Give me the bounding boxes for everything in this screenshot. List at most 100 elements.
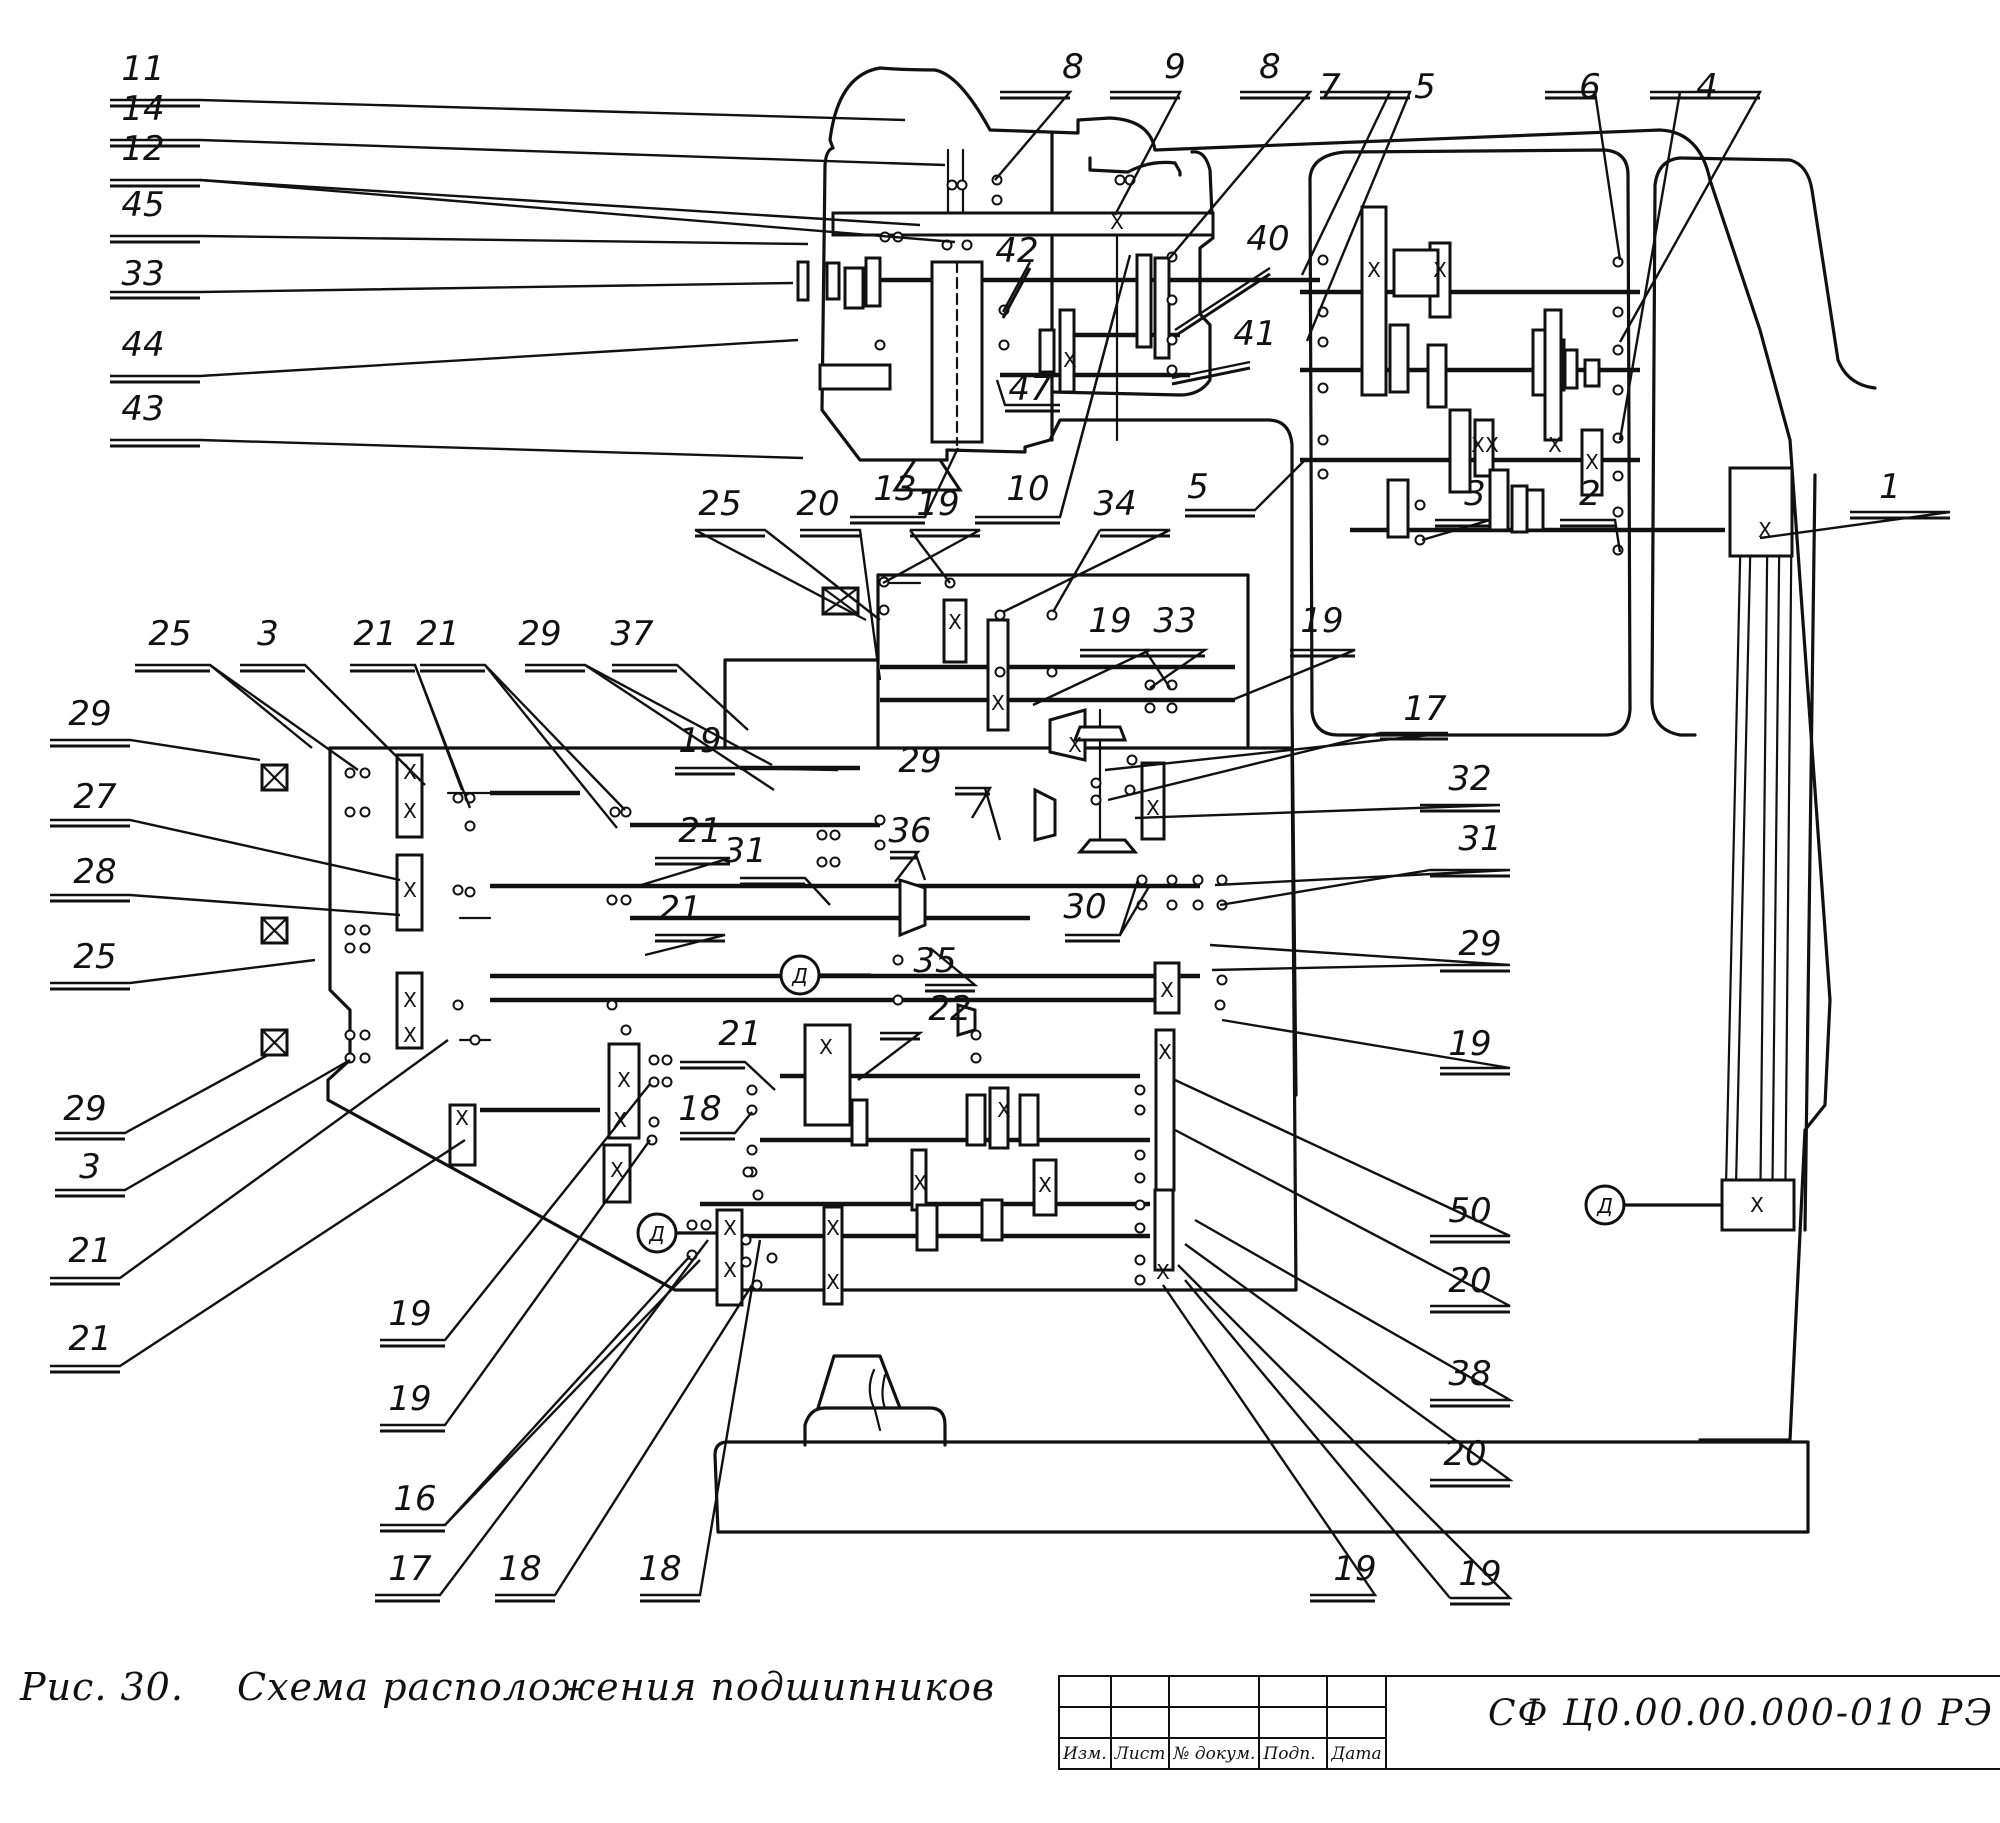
bearing-icon [1166, 874, 1178, 886]
callout-label: 19 [678, 721, 721, 761]
leader-line [637, 856, 731, 888]
callout-8: 8 [1167, 47, 1313, 261]
callout-label: 22 [928, 989, 971, 1029]
callout-1: 1 [1759, 467, 1951, 540]
callout-44: 44 [110, 325, 799, 384]
callout-11: 11 [110, 49, 906, 122]
callout-label: 18 [678, 1089, 721, 1129]
callout-label: 50 [1448, 1191, 1491, 1231]
leader-line [1184, 1279, 1451, 1599]
leader-line [1134, 803, 1501, 820]
bearing-icon [359, 942, 371, 954]
callout-label: 25 [148, 614, 191, 654]
bearing-icon [829, 856, 841, 868]
callout-17: 17 [375, 1239, 709, 1603]
leader-line [913, 851, 927, 881]
head-rail [1088, 156, 1182, 177]
callout-50: 50 [1174, 1078, 1511, 1244]
callout-19: 19 [380, 1139, 651, 1433]
callout-label: 3 [79, 1147, 101, 1187]
leader-line [882, 528, 981, 585]
leader-line [1211, 963, 1441, 972]
bearing-icon [359, 767, 371, 779]
bearing-icon [344, 767, 356, 779]
callout-29: 29 [898, 741, 1002, 841]
callout-label: 3 [1464, 474, 1486, 514]
bearing-icon [648, 1076, 660, 1088]
bearing-icon [1136, 874, 1148, 886]
bearing-icon [1134, 1084, 1146, 1096]
feed-box-housing [326, 746, 1298, 1292]
callout-29: 29 [1209, 924, 1511, 973]
leader-line [1110, 90, 1182, 216]
callout-label: 45 [121, 185, 164, 225]
callout-label: 25 [698, 484, 741, 524]
leader-line [484, 664, 618, 829]
leader-line [1560, 518, 1622, 553]
callout-3: 3 [1421, 474, 1491, 542]
leader-line [199, 178, 921, 227]
callout-31: 31 [1214, 819, 1511, 907]
gears [395, 205, 1604, 1307]
motor-label: Д [791, 964, 808, 988]
callout-19: 19 [882, 484, 981, 585]
bearing-icon [344, 942, 356, 954]
leader-line [525, 663, 773, 767]
leader-line [110, 98, 906, 122]
gear-mark: X [913, 1171, 927, 1195]
callout-21: 21 [50, 1039, 449, 1286]
leader-line [50, 1138, 466, 1368]
gear-mark: X [1158, 1040, 1172, 1064]
callout-label: 29 [68, 694, 111, 734]
callout-label: 33 [1153, 601, 1196, 641]
leader-line [1171, 360, 1251, 380]
callout-label: 5 [1187, 467, 1209, 507]
bearing-icon [991, 174, 1003, 186]
callout-30: 30 [1063, 879, 1152, 943]
leader-line [1002, 528, 1171, 614]
leader-line [1145, 648, 1209, 689]
callout-22: 22 [857, 989, 972, 1081]
callout-label: 34 [1093, 484, 1136, 524]
bearing-icon [1414, 499, 1426, 511]
callout-label: 30 [1063, 887, 1106, 927]
gear-mark: X [826, 1270, 840, 1294]
callout-label: 4 [1696, 67, 1718, 107]
callout-label: 21 [353, 614, 396, 654]
leader-line [375, 1239, 709, 1597]
bearing-icon [1612, 506, 1624, 518]
gear-mark: X [826, 1216, 840, 1240]
callout-3: 3 [240, 614, 426, 786]
callout-19: 19 [1162, 1284, 1378, 1603]
callout-47: 47 [995, 369, 1060, 413]
motors [636, 954, 1724, 1254]
callout-17: 17 [1104, 689, 1449, 802]
leader-line [110, 178, 956, 244]
callout-label: 8 [1259, 47, 1281, 87]
callout-label: 21 [416, 614, 459, 654]
bearing-icon [1046, 666, 1058, 678]
bearing-icon [609, 806, 621, 818]
bearing-icon [1144, 702, 1156, 714]
callout-12: 12 [110, 129, 956, 244]
leader-line [1058, 254, 1132, 518]
callout-37: 37 [610, 614, 749, 731]
callout-20: 20 [1184, 1243, 1514, 1488]
leader-line [1421, 518, 1491, 542]
leader-line [110, 281, 794, 294]
callout-label: 6 [1579, 67, 1601, 107]
callout-13: 13 [850, 447, 960, 525]
bearing-icon [1046, 609, 1058, 621]
callout-label: 29 [63, 1089, 106, 1129]
leader-line [1194, 1218, 1515, 1402]
leader-line [1618, 90, 1763, 343]
leader-line [1618, 91, 1682, 441]
callout-29: 29 [518, 614, 775, 792]
bearing-icon [1134, 1254, 1146, 1266]
switch-icon [260, 763, 289, 792]
callout-label: 14 [121, 89, 164, 129]
callout-label: 32 [1448, 759, 1491, 799]
leader-line [50, 958, 316, 985]
leader-line [1118, 884, 1152, 936]
motor-icon [636, 1212, 718, 1254]
